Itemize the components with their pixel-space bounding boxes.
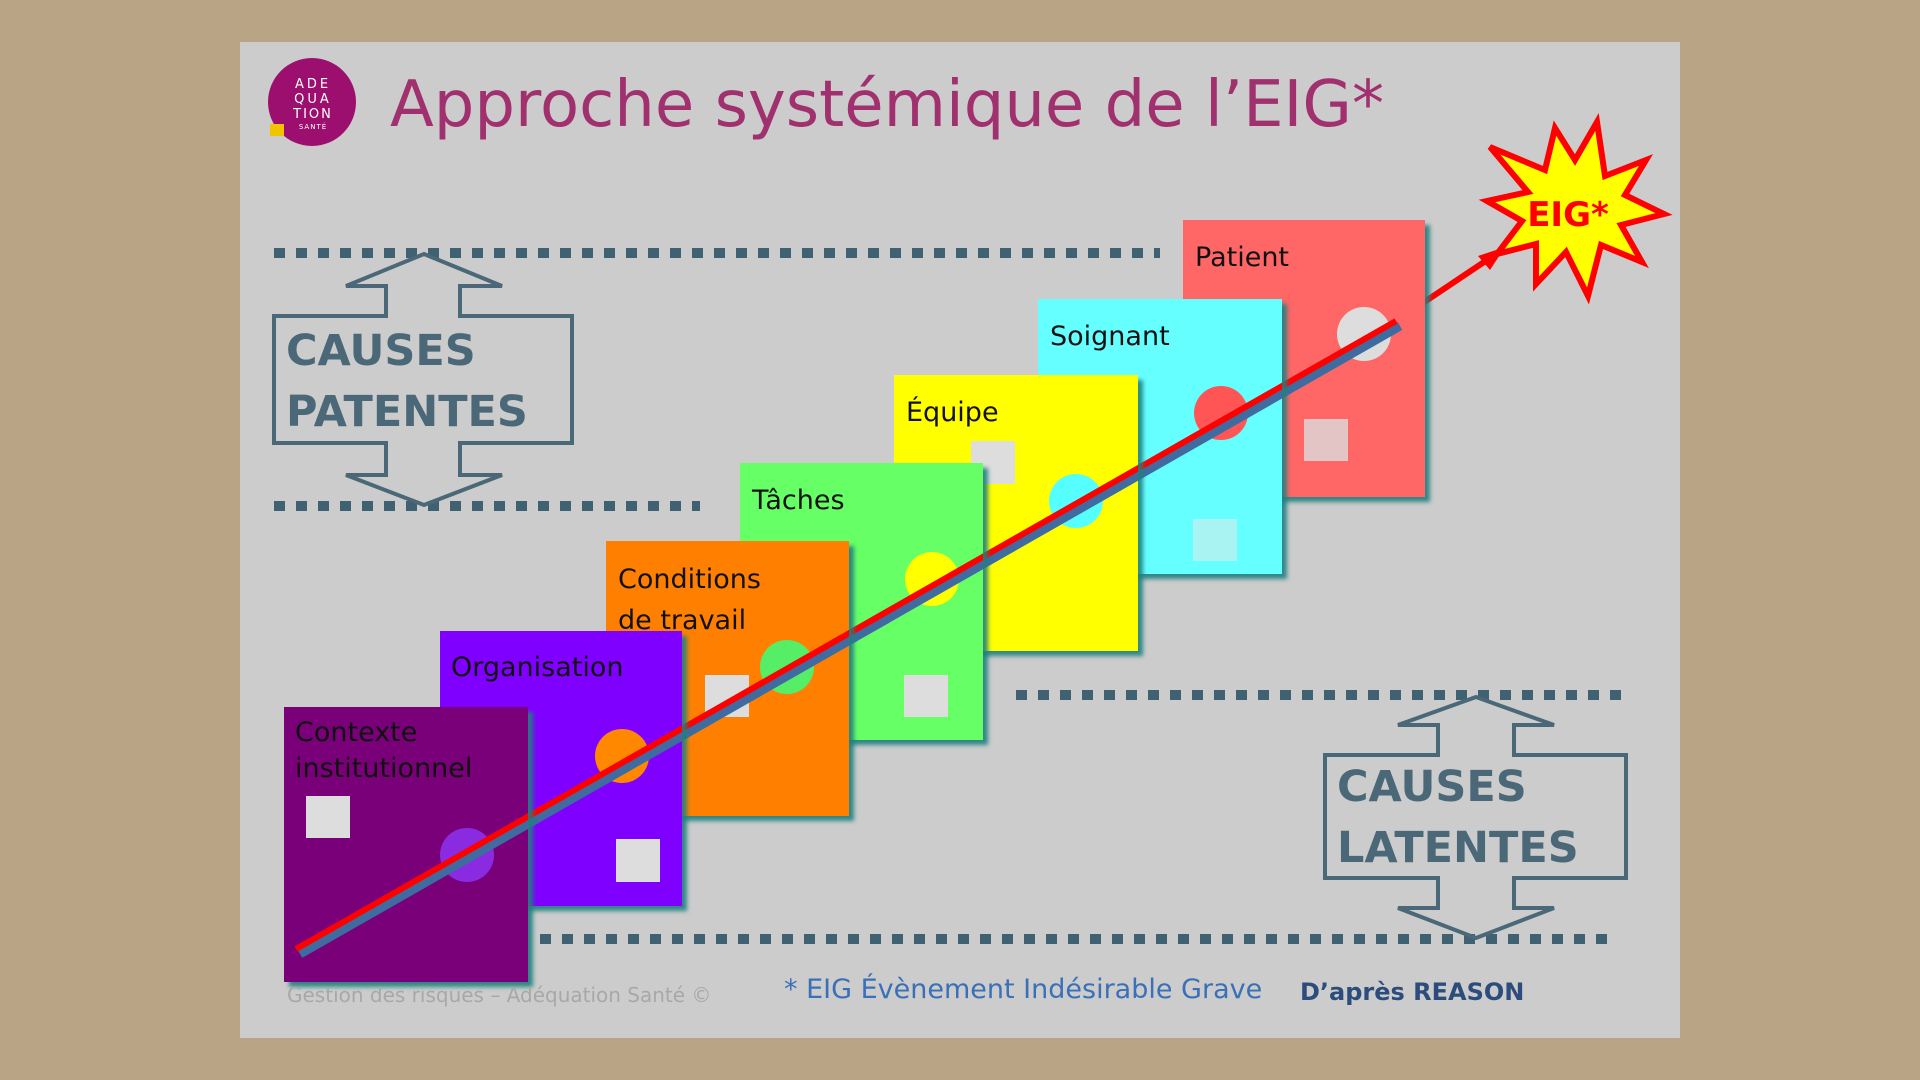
- footer-definition: * EIG Évènement Indésirable Grave: [784, 973, 1262, 1005]
- layer-label: Équipe: [906, 396, 999, 428]
- logo-text: QUA: [294, 92, 332, 107]
- layer-label: Organisation: [451, 652, 624, 683]
- layer-conditions-de-travail: Conditions de travail: [606, 541, 849, 816]
- layer-label: Soignant: [1050, 321, 1170, 352]
- hole-square: [616, 839, 660, 882]
- logo-text: TION: [292, 107, 333, 122]
- footer-source: D’après REASON: [1300, 978, 1524, 1006]
- page-title: Approche systémique de l’EIG*: [390, 68, 1384, 142]
- dotted-boundaries: [274, 248, 1628, 944]
- hole-square: [306, 796, 350, 838]
- layer-label: de travail: [618, 605, 746, 636]
- causes-latentes-arrow: CAUSES LATENTES: [1323, 694, 1628, 941]
- hole-square: [1193, 519, 1237, 561]
- layer-label: Patient: [1195, 242, 1289, 273]
- hole-square: [1304, 419, 1348, 461]
- logo-text: SANTÉ: [299, 122, 327, 131]
- causes-patentes-label: CAUSES: [286, 326, 476, 376]
- causes-latentes-label: LATENTES: [1337, 823, 1579, 873]
- eig-burst-label: EIG*: [1527, 195, 1609, 235]
- eig-burst-icon: EIG*: [1478, 113, 1673, 305]
- layer-label: Contexte: [295, 717, 417, 748]
- layer-label: Tâches: [751, 485, 845, 516]
- logo-text: ADE: [295, 77, 331, 92]
- logo: ADE QUA TION SANTÉ: [268, 58, 356, 146]
- hole-square: [904, 675, 948, 717]
- causes-patentes-arrow: CAUSES PATENTES: [272, 251, 574, 508]
- footer-copyright: Gestion des risques – Adéquation Santé ©: [287, 983, 711, 1007]
- causes-patentes-label: PATENTES: [286, 387, 528, 437]
- causes-latentes-label: CAUSES: [1337, 762, 1527, 812]
- layer-label: Conditions: [618, 564, 761, 595]
- layer-label: institutionnel: [295, 753, 472, 784]
- layer-contexte-institutionnel: Contexte institutionnel: [284, 707, 528, 982]
